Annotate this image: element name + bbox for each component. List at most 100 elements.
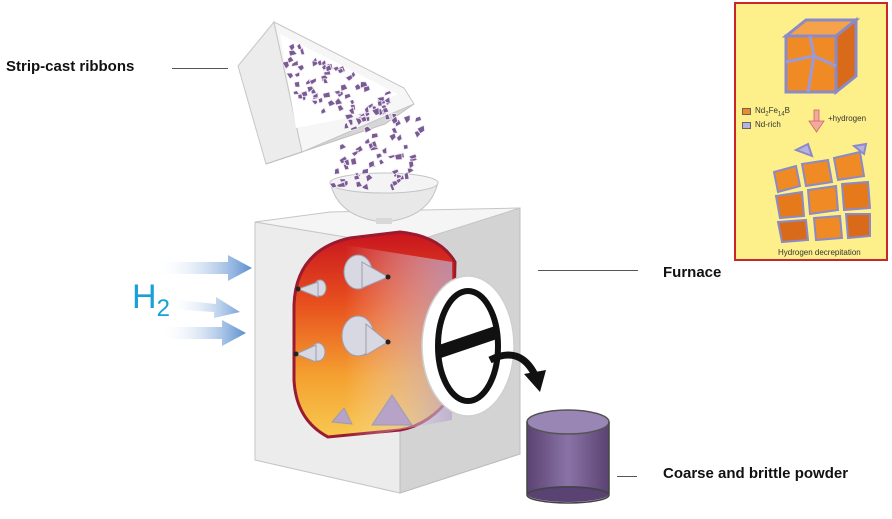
ribbon-flake <box>363 104 370 114</box>
furnace-chamber <box>292 230 457 440</box>
ribbon-flake <box>308 77 317 86</box>
ribbon-flake <box>310 100 319 106</box>
ribbon-flake <box>288 49 298 57</box>
hydrogen-arrow-label: +hydrogen <box>828 114 867 123</box>
ribbon-flake <box>320 106 327 115</box>
ribbon-flake <box>285 72 294 80</box>
ribbon-flake <box>396 173 403 180</box>
decrepitated-fragments <box>772 142 872 244</box>
legend-alloy-label: Nd2Fe14B <box>755 106 790 118</box>
ribbon-flake <box>335 181 346 188</box>
hydrogen-arrow-icon <box>808 109 825 133</box>
ribbon-flake <box>325 64 333 73</box>
ribbon-flake <box>361 167 369 175</box>
ribbon-flake <box>390 168 400 176</box>
ribbon-flake <box>336 67 344 75</box>
ribbon-flake <box>383 96 391 104</box>
inset-caption: Hydrogen decrepitation <box>778 248 861 257</box>
ribbon-flake <box>414 115 423 123</box>
ribbon-flake <box>336 104 345 113</box>
ribbon-flake <box>383 90 393 97</box>
ribbon-flake <box>328 182 338 189</box>
hydrogen-subscript: 2 <box>156 294 170 322</box>
ribbon-flake <box>350 149 359 158</box>
ribbon-flake <box>334 96 344 106</box>
ribbon-flake <box>293 80 301 88</box>
ribbon-flake <box>354 117 363 127</box>
ribbon-flake <box>360 182 370 191</box>
ribbon-flake <box>388 132 397 142</box>
ribbon-flake <box>339 143 348 151</box>
ribbon-flake <box>407 153 418 160</box>
ribbon-flake <box>386 154 396 160</box>
ribbon-flake <box>317 96 324 104</box>
ribbon-flake <box>384 113 391 121</box>
ribbon-flakes <box>281 42 426 192</box>
ribbon-flake <box>311 60 319 68</box>
ribbon-flake <box>343 158 351 167</box>
ribbon-flake <box>360 115 368 123</box>
ribbon-flake <box>402 114 411 125</box>
ribbon-flake <box>406 167 415 175</box>
ribbon-flake <box>348 106 356 115</box>
decrepitation-inset: Nd2Fe14B Nd-rich +hydrogen Hydrogen decr… <box>734 2 888 261</box>
ribbon-flake <box>333 89 341 95</box>
ribbon-flake <box>359 81 369 89</box>
ribbon-flake <box>293 71 301 78</box>
ribbon-flake <box>287 55 295 64</box>
ribbon-flake <box>350 156 358 166</box>
ribbon-flake <box>355 180 364 188</box>
hydrogen-symbol: H <box>132 278 157 316</box>
ribbon-flake <box>353 174 361 181</box>
ribbon-flake <box>346 118 354 127</box>
legend-swatch-nd-rich <box>742 122 751 129</box>
leader-ribbons <box>172 68 228 69</box>
legend-swatch-alloy <box>742 108 751 115</box>
ribbon-flake <box>375 152 383 160</box>
ribbon-flake <box>340 83 349 92</box>
ribbon-flake <box>378 158 386 166</box>
discharge-arrow <box>488 351 546 392</box>
ribbon-flake <box>368 159 376 169</box>
ribbon-flake <box>333 167 341 175</box>
intact-grain-cube <box>781 16 861 96</box>
leader-furnace <box>538 270 638 271</box>
ribbon-flake <box>371 106 380 117</box>
furnace-door <box>421 275 515 417</box>
ribbon-flake <box>363 125 373 134</box>
ribbon-flake <box>395 132 403 143</box>
ribbon-flake <box>322 78 329 84</box>
ribbon-flake <box>413 130 422 139</box>
label-coarse-powder: Coarse and brittle powder <box>663 465 849 482</box>
ribbon-flake <box>389 181 396 192</box>
ribbon-flake <box>416 124 426 135</box>
ribbon-flake <box>344 93 352 100</box>
ribbon-flake <box>292 90 301 96</box>
ribbon-flake <box>327 99 337 108</box>
ribbon-flake <box>290 59 299 68</box>
ribbon-flake <box>306 85 314 94</box>
ribbon-flake <box>382 107 390 114</box>
ribbon-flake <box>344 73 354 82</box>
ribbon-flake <box>322 91 331 99</box>
ribbon-flake <box>371 132 379 140</box>
leader-powder <box>617 476 637 477</box>
ribbon-flake <box>296 42 303 51</box>
ribbon-flake <box>364 137 372 145</box>
ribbon-flake <box>344 113 355 121</box>
ribbon-flake <box>297 93 304 100</box>
powder-container <box>526 409 610 504</box>
ribbon-flake <box>390 115 399 125</box>
ribbon-flake <box>296 63 305 72</box>
ribbon-flake <box>312 91 319 99</box>
ribbon-flake <box>367 142 374 151</box>
ribbon-flake <box>408 160 415 170</box>
label-strip-cast-ribbons: Strip-cast ribbons <box>6 58 135 75</box>
ribbon-flake <box>343 121 350 130</box>
ribbon-flake <box>376 95 385 104</box>
legend-nd-rich-label: Nd-rich <box>755 120 781 129</box>
ribbon-flake <box>300 90 309 98</box>
ribbon-flake <box>350 125 359 132</box>
ribbon-flake <box>402 143 409 151</box>
